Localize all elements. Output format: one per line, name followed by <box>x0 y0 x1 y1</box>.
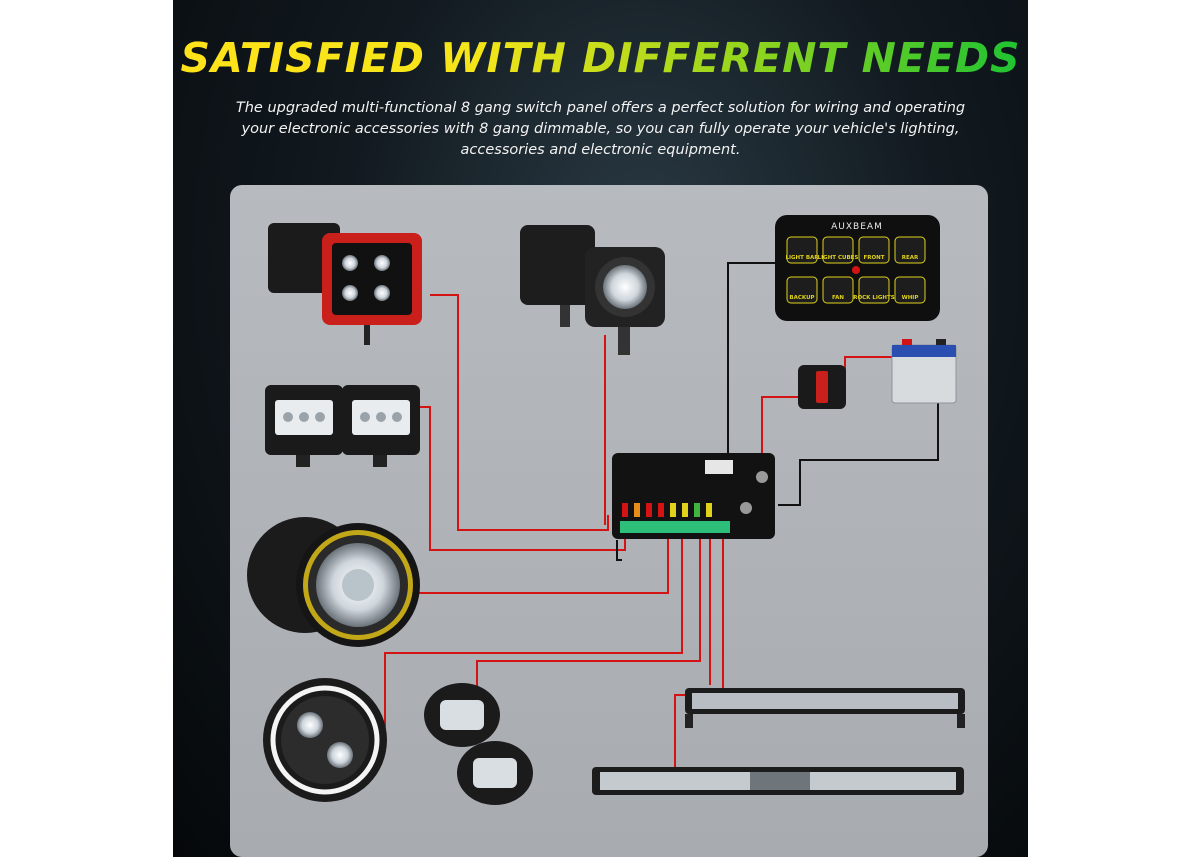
product-poster: SATISFIED WITH DIFFERENT NEEDS The upgra… <box>173 0 1028 857</box>
white-cube-lights <box>520 225 665 355</box>
panel-button-label-2: LIGHT CUBES <box>818 255 859 261</box>
wire-ground <box>616 540 622 561</box>
relay-control-box <box>612 453 775 539</box>
panel-button-6 <box>822 276 854 304</box>
round-driving-light <box>247 517 420 647</box>
panel-button-7 <box>858 276 890 304</box>
panel-button-label-1: LIGHT BAR <box>785 255 819 261</box>
black-wires <box>616 262 939 561</box>
panel-buttons <box>786 236 926 304</box>
panel-button-label-7: ROCK LIGHTS <box>853 295 895 301</box>
wire-headlight <box>384 537 683 727</box>
fog-lights <box>424 683 533 805</box>
subtitle-line-2: your electronic accessories with 8 gang … <box>241 121 960 137</box>
wire-pod-pair <box>415 406 626 551</box>
wire-panel-signal <box>727 262 790 455</box>
panel-status-led <box>852 266 860 274</box>
panel-button-8 <box>894 276 926 304</box>
panel-button-2 <box>822 236 854 264</box>
switch-panel: AUXBEAM LIGHT BAR LIGHT CUBES FRONT REAR… <box>775 215 940 321</box>
subtitle-line-3: accessories and electronic equipment. <box>460 142 741 158</box>
panel-button-label-8: WHIP <box>902 295 919 301</box>
panel-brand: AUXBEAM <box>831 222 883 232</box>
subtitle: The upgraded multi-functional 8 gang swi… <box>213 98 988 161</box>
circuit-breaker <box>798 365 846 409</box>
panel-button-3 <box>858 236 890 264</box>
wire-cube-red-light <box>430 294 609 531</box>
panel-button-1 <box>786 236 818 264</box>
panel-button-label-6: FAN <box>832 295 844 301</box>
red-cube-light <box>268 223 422 345</box>
fuse-row <box>622 503 712 517</box>
panel-button-4 <box>894 236 926 264</box>
battery <box>891 339 957 404</box>
wiring-diagram-board: AUXBEAM LIGHT BAR LIGHT CUBES FRONT REAR… <box>230 185 988 857</box>
panel-button-label-5: BACKUP <box>789 295 814 301</box>
wire-battery-negative <box>778 343 939 506</box>
wire-fog-lights <box>476 537 701 740</box>
panel-button-5 <box>786 276 818 304</box>
light-bars <box>592 688 965 795</box>
led-pod-pair <box>265 385 420 467</box>
wiring-diagram: AUXBEAM LIGHT BAR LIGHT CUBES FRONT REAR… <box>247 215 965 805</box>
wire-round-light <box>412 537 669 594</box>
panel-button-label-4: REAR <box>902 255 919 261</box>
subtitle-line-1: The upgraded multi-functional 8 gang swi… <box>235 100 966 116</box>
round-headlight <box>263 678 387 802</box>
headline: SATISFIED WITH DIFFERENT NEEDS <box>173 34 1028 82</box>
panel-button-label-3: FRONT <box>863 255 884 261</box>
